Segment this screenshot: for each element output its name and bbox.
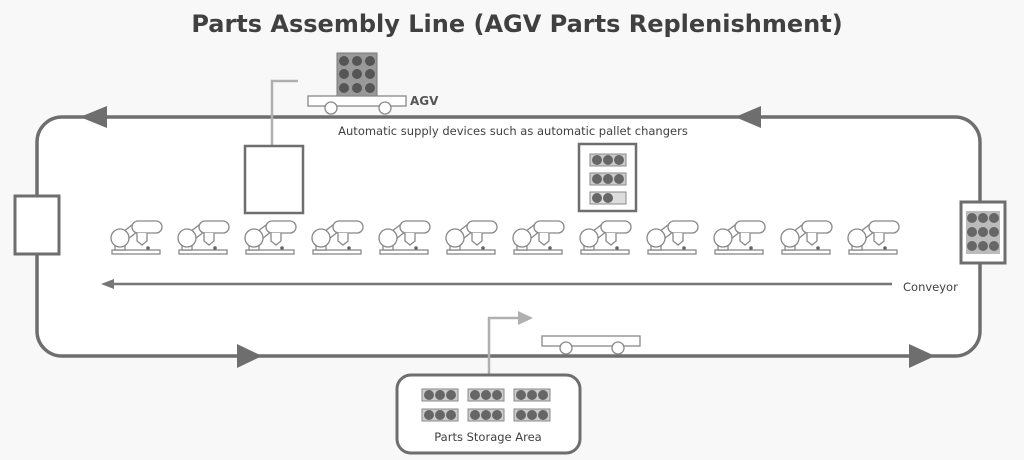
loop-arrow-top-right-icon (735, 106, 761, 128)
agv-bottom (541, 335, 641, 355)
agv-label: AGV (410, 94, 439, 108)
conveyor-arrowhead-icon (101, 279, 114, 289)
diagram-title: Parts Assembly Line (AGV Parts Replenish… (191, 10, 842, 38)
workstation-box (243, 144, 305, 215)
supply-devices-label: Automatic supply devices such as automat… (338, 124, 688, 138)
pallet-changer (577, 142, 638, 213)
conveyor-label: Conveyor (903, 280, 958, 294)
parts-storage-area (395, 373, 582, 455)
right-station (959, 200, 1007, 265)
storage-out-arrowhead-icon (518, 311, 533, 325)
loop-arrow-top-left-icon (80, 106, 107, 128)
left-station (13, 194, 61, 256)
loop-arrow-bottom-right-icon (909, 344, 935, 368)
storage-out-arrow (487, 316, 520, 380)
agv-loop-track (35, 115, 982, 358)
storage-label: Parts Storage Area (434, 430, 541, 444)
loop-arrow-bottom-left-icon (237, 344, 262, 368)
agv-top (307, 52, 407, 115)
